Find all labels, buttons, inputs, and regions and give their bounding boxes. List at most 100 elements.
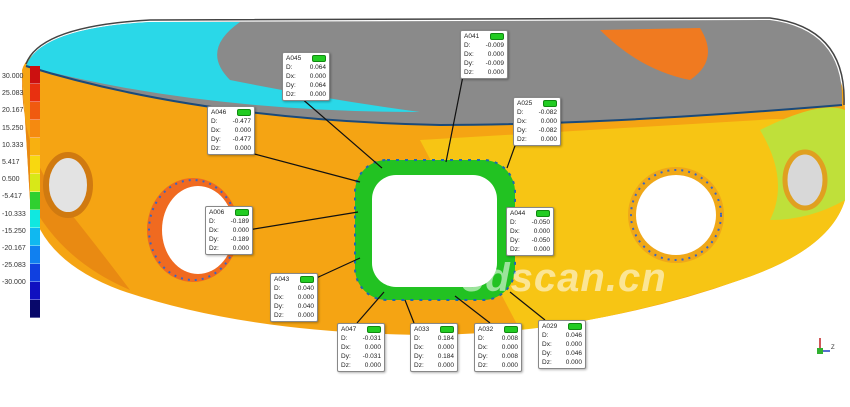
field-value: 0.064 (309, 82, 326, 89)
field-value: 0.000 (309, 91, 326, 98)
field-value: 0.000 (540, 136, 557, 143)
field-value: 0.064 (309, 64, 326, 71)
color-scale-segment (30, 264, 40, 282)
color-scale-label: 20.167 (2, 107, 24, 115)
field-value: 0.184 (437, 353, 454, 360)
field-value: -0.031 (362, 353, 381, 360)
field-label: Dx: (209, 227, 219, 234)
field-label: Dy: (211, 136, 221, 143)
field-label: D: (478, 335, 485, 342)
pass-status-icon (536, 210, 550, 217)
color-scale-label: -15.250 (2, 227, 26, 235)
field-label: Dx: (542, 341, 552, 348)
field-value: 0.000 (309, 73, 326, 80)
field-value: 0.000 (565, 359, 582, 366)
field-label: D: (211, 118, 218, 125)
field-label: Dx: (341, 344, 351, 351)
color-scale-label: -10.333 (2, 210, 26, 218)
field-label: Dz: (211, 145, 221, 152)
callout-id: A032 (478, 326, 494, 333)
color-scale-segment (30, 246, 40, 264)
color-scale-segment (30, 228, 40, 246)
field-value: -0.050 (531, 237, 550, 244)
field-value: -0.009 (485, 42, 504, 49)
field-label: D: (274, 285, 281, 292)
color-scale-label: 5.417 (2, 159, 20, 166)
color-scale-segment (30, 210, 40, 228)
color-scale-segment (30, 300, 40, 318)
field-label: Dy: (414, 353, 424, 360)
field-value: 0.000 (232, 227, 249, 234)
color-scale-segment (30, 102, 40, 120)
field-label: D: (209, 218, 216, 225)
color-scale-label: -30.000 (2, 279, 26, 287)
field-value: -0.477 (232, 136, 251, 143)
color-scale-segment (30, 156, 40, 174)
callout-id: A044 (510, 210, 526, 217)
field-value: 0.000 (501, 362, 518, 369)
field-value: -0.189 (230, 236, 249, 243)
field-label: Dz: (517, 136, 527, 143)
field-label: Dz: (274, 312, 284, 319)
color-scale-segment (30, 138, 40, 156)
color-scale-label: -5.417 (2, 193, 22, 201)
pass-status-icon (312, 55, 326, 62)
field-label: Dy: (209, 236, 219, 243)
callout-id: A041 (464, 33, 480, 40)
color-scale-label: 15.250 (2, 124, 24, 132)
field-value: 0.008 (501, 335, 518, 342)
field-value: 0.000 (364, 344, 381, 351)
callout-id: A033 (414, 326, 430, 333)
field-label: Dz: (341, 362, 351, 369)
field-label: Dx: (286, 73, 296, 80)
field-value: 0.040 (297, 303, 314, 310)
axis-z-label: Z (831, 345, 835, 351)
field-value: 0.000 (565, 341, 582, 348)
field-value: -0.477 (232, 118, 251, 125)
field-label: Dx: (211, 127, 221, 134)
field-value: 0.000 (533, 246, 550, 253)
color-scale-segment (30, 282, 40, 300)
field-value: 0.000 (487, 51, 504, 58)
color-scale-bar (30, 66, 40, 318)
field-value: 0.000 (437, 362, 454, 369)
pass-status-icon (440, 326, 454, 333)
field-label: Dy: (510, 237, 520, 244)
pass-status-icon (568, 323, 582, 330)
color-scale-segment (30, 192, 40, 210)
callout-id: A006 (209, 209, 225, 216)
field-label: Dz: (542, 359, 552, 366)
field-label: Dx: (274, 294, 284, 301)
field-label: Dz: (414, 362, 424, 369)
hole-left-small (43, 152, 93, 218)
color-scale-label: -25.083 (2, 262, 26, 270)
field-label: Dy: (286, 82, 296, 89)
pass-status-icon (543, 100, 557, 107)
field-value: 0.046 (565, 332, 582, 339)
watermark: 3dscan.cn (462, 256, 667, 300)
field-label: D: (510, 219, 517, 226)
callout-id: A046 (211, 109, 227, 116)
field-label: Dy: (464, 60, 474, 67)
field-label: Dx: (478, 344, 488, 351)
field-value: 0.000 (437, 344, 454, 351)
pass-status-icon (490, 33, 504, 40)
field-label: Dy: (478, 353, 488, 360)
callout-id: A045 (286, 55, 302, 62)
field-value: 0.000 (501, 344, 518, 351)
field-label: D: (517, 109, 524, 116)
field-label: Dx: (414, 344, 424, 351)
field-label: Dy: (517, 127, 527, 134)
field-value: 0.000 (533, 228, 550, 235)
